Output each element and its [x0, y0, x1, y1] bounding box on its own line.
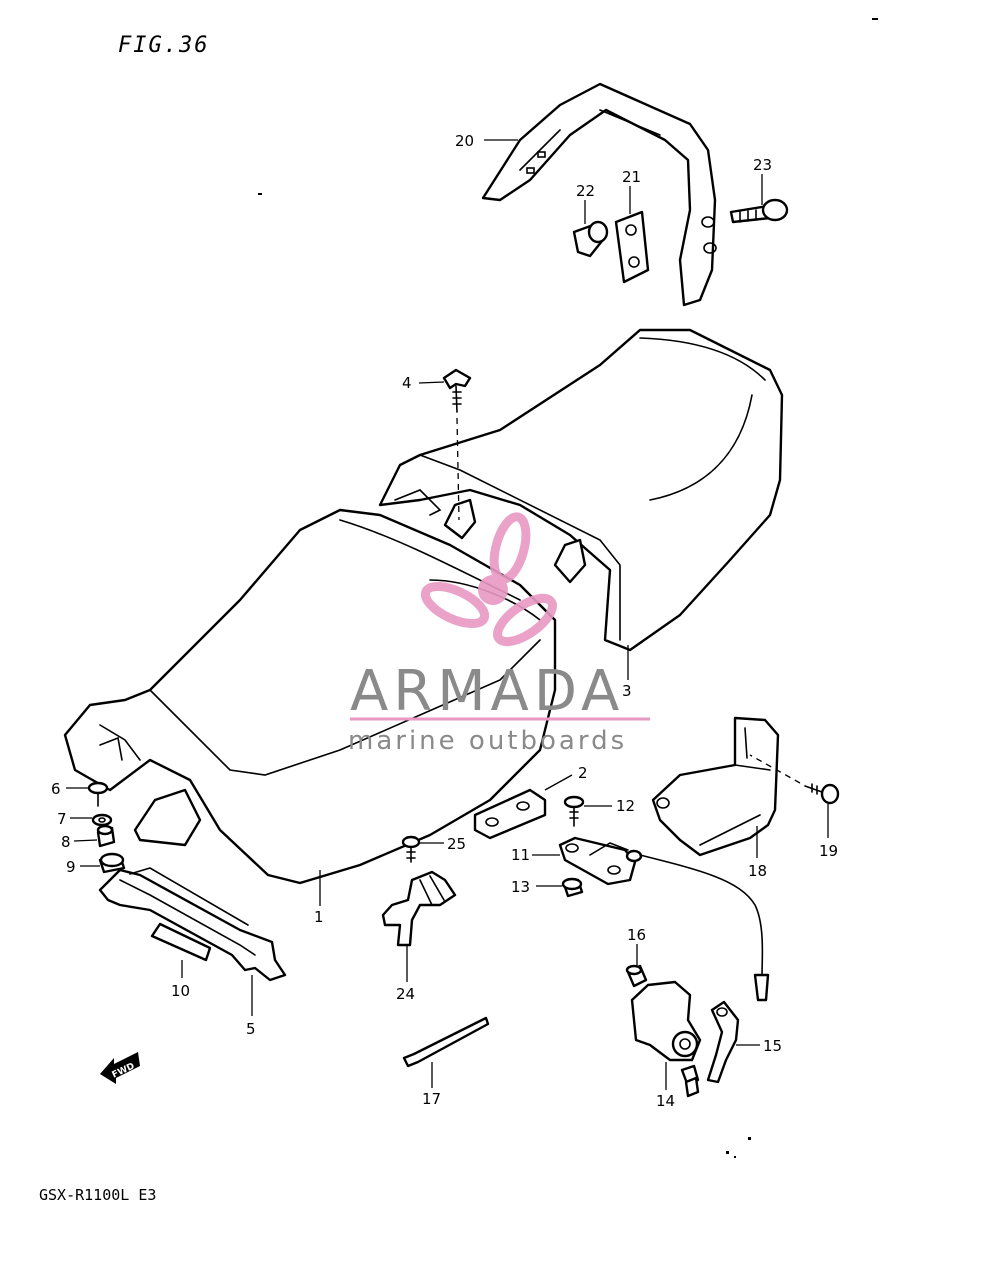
callout-7: 7	[57, 810, 67, 828]
scan-specks	[258, 18, 878, 1158]
callout-14: 14	[656, 1092, 675, 1110]
model-code: GSX-R1100L E3	[39, 1186, 156, 1204]
callout-2: 2	[578, 764, 588, 782]
part-25-bolt[interactable]	[401, 835, 421, 863]
callout-21: 21	[622, 168, 641, 186]
callout-8: 8	[61, 833, 71, 851]
callout-3: 3	[622, 682, 632, 700]
watermark-tagline: marine outboards	[348, 726, 627, 756]
watermark: ARMADA marine outboards	[348, 512, 650, 756]
watermark-brand: ARMADA	[350, 659, 624, 724]
callout-10: 10	[171, 982, 190, 1000]
callout-13: 13	[511, 878, 530, 896]
callout-12: 12	[616, 797, 635, 815]
callout-4: 4	[402, 374, 412, 392]
callout-6: 6	[51, 780, 61, 798]
part-19-screw[interactable]	[804, 783, 840, 805]
callout-labels: 20 22 21 23 4 3 6 7 8 9 1 2 12 11 13 25 …	[51, 132, 838, 1110]
part-21-plate[interactable]	[614, 210, 650, 284]
part-14-lock-assembly[interactable]	[630, 980, 702, 1098]
part-3-rear-seat[interactable]	[378, 328, 784, 652]
callout-5: 5	[246, 1020, 256, 1038]
part-15-latch[interactable]	[706, 1000, 740, 1084]
callout-23: 23	[753, 156, 772, 174]
part-20-grab-rail[interactable]	[481, 82, 717, 307]
part-22-collar[interactable]	[572, 220, 609, 258]
part-23-bolt[interactable]	[729, 198, 789, 224]
part-17-cable-tie[interactable]	[402, 1016, 490, 1068]
fwd-arrow: FWD	[100, 1052, 140, 1084]
part-5-tray[interactable]	[98, 867, 287, 982]
callout-16: 16	[627, 926, 646, 944]
leader-lines	[66, 139, 829, 1090]
callout-18: 18	[748, 862, 767, 880]
part-24-bracket[interactable]	[381, 870, 457, 947]
part-2-plate[interactable]	[473, 788, 547, 840]
callout-24: 24	[396, 985, 415, 1003]
callout-15: 15	[763, 1037, 782, 1055]
part-4-wing-screw[interactable]	[442, 368, 472, 413]
callout-11: 11	[511, 846, 530, 864]
part-16-bolt[interactable]	[625, 964, 648, 988]
callout-25: 25	[447, 835, 466, 853]
callout-20: 20	[455, 132, 474, 150]
part-10-pad[interactable]	[150, 922, 212, 962]
assembly-line-19	[749, 754, 801, 784]
callout-22: 22	[576, 182, 595, 200]
callout-19: 19	[819, 842, 838, 860]
part-11-seat-lock[interactable]	[558, 836, 643, 886]
part-18-cover[interactable]	[651, 716, 780, 857]
part-8-spacer[interactable]	[96, 824, 116, 848]
callout-9: 9	[66, 858, 76, 876]
cable-end	[753, 973, 770, 1002]
part-7-washer[interactable]	[91, 813, 113, 827]
part-9-grommet[interactable]	[98, 852, 126, 874]
part-13-nut[interactable]	[561, 877, 584, 898]
propeller-logo-icon	[420, 512, 557, 647]
figure-title: FIG.36	[118, 33, 209, 58]
callout-17: 17	[422, 1090, 441, 1108]
part-12-screw[interactable]	[563, 795, 585, 827]
callout-1: 1	[314, 908, 324, 926]
part-6-screw[interactable]	[87, 781, 109, 807]
seat-lock-cable	[639, 854, 764, 976]
